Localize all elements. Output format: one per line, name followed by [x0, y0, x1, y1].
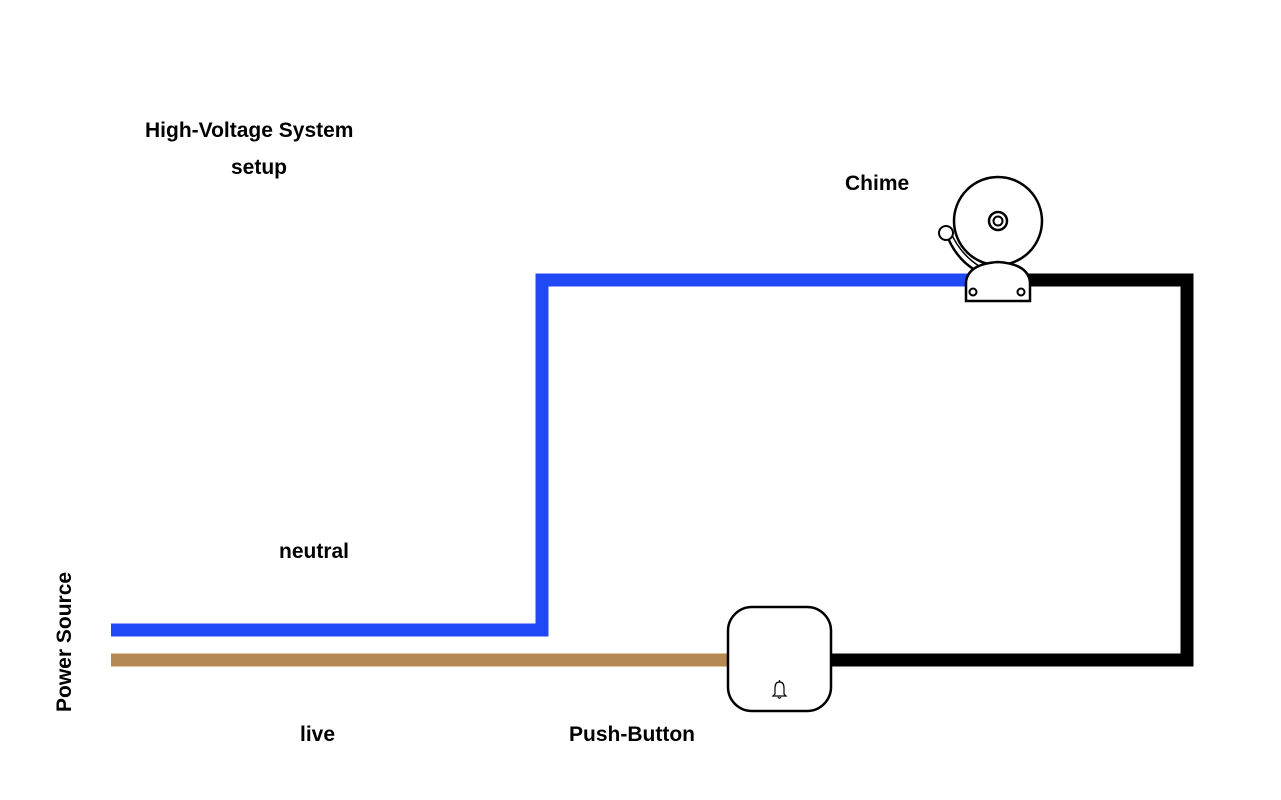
chime-label: Chime — [845, 172, 910, 195]
diagram-title-line2: setup — [231, 156, 288, 179]
neutral-wire — [111, 273, 970, 637]
neutral-label: neutral — [279, 540, 350, 563]
live-label: live — [300, 723, 336, 746]
push-button-label: Push-Button — [569, 723, 695, 746]
return-wire — [832, 273, 1194, 667]
chime-bell-icon — [938, 175, 1044, 303]
diagram-title-line1: High-Voltage System — [145, 119, 354, 142]
push-button-device[interactable] — [726, 605, 833, 713]
bell-small-icon — [771, 680, 788, 699]
power-source-label: Power Source — [53, 571, 76, 712]
